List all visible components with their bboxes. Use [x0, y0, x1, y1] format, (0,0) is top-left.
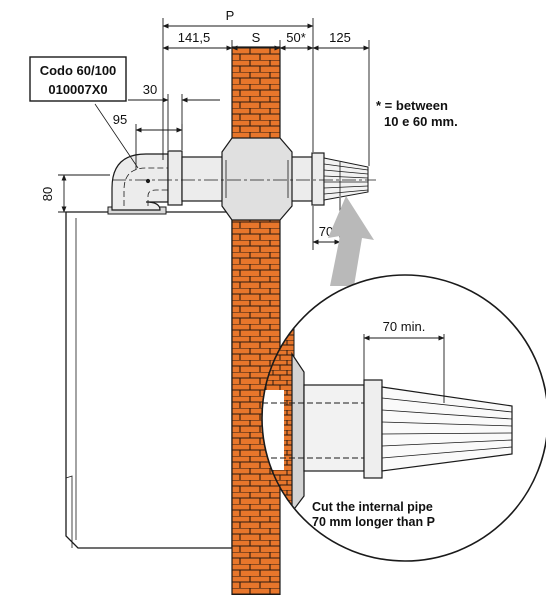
terminal [323, 157, 369, 201]
footnote-line2: 10 e 60 mm. [384, 114, 458, 129]
dim-141-5: 141,5 [178, 30, 211, 45]
dim-P: P [226, 8, 235, 23]
dim-70-min: 70 min. [383, 319, 426, 334]
elbow-fitting [111, 150, 183, 211]
instruction-line1: Cut the internal pipe [312, 500, 433, 514]
part-label-box: Codo 60/100 010007X0 [29, 56, 127, 102]
brick-wall [231, 46, 281, 596]
detail-pointer-arrow [328, 196, 374, 286]
boiler [65, 206, 233, 549]
dimension-lines [58, 18, 370, 250]
detail-circle: 70 min. Cut the internal pipe 70 mm long… [261, 274, 546, 562]
part-label-line2: 010007X0 [48, 82, 107, 97]
dim-125: 125 [329, 30, 351, 45]
dim-50: 50* [286, 30, 306, 45]
part-label-line1: Codo 60/100 [40, 63, 117, 78]
dim-80: 80 [40, 187, 55, 201]
dim-30: 30 [143, 82, 157, 97]
dim-S: S [252, 30, 261, 45]
dim-95: 95 [113, 112, 127, 127]
footnote-line1: * = between [376, 98, 448, 113]
flue-pipe [181, 137, 325, 221]
instruction-line2: 70 mm longer than P [312, 515, 435, 529]
